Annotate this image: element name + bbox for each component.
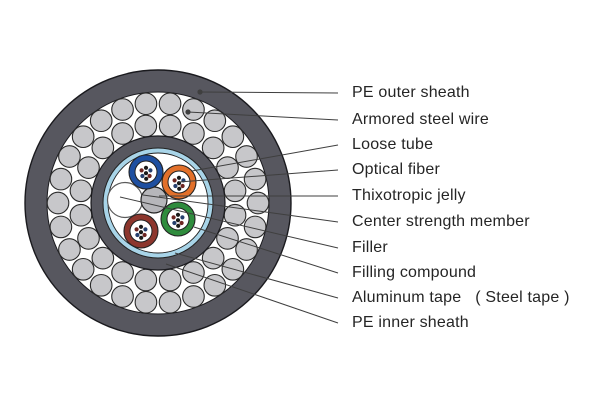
steel-wire [235,238,258,261]
steel-wire [134,114,158,138]
optical-fiber-dot [138,224,144,229]
steel-wire [182,261,205,284]
steel-wire [201,246,225,270]
steel-wire [134,290,158,314]
leader-line [187,111,339,121]
steel-wire [203,273,227,297]
optical-fiber-dot [147,173,152,179]
steel-wire [182,285,205,308]
leader-line [191,144,339,172]
optical-fiber-dot [139,168,144,173]
optical-fiber-dot [135,232,140,238]
leader-line [193,226,339,274]
optical-fiber-dot [173,183,178,189]
optical-fiber-dot [176,223,181,228]
steel-wire [182,98,205,121]
optical-fiber-dot [144,176,149,181]
filler-rod [106,181,144,219]
steel-wire [158,268,182,292]
optical-fiber-dot [179,220,184,226]
steel-wire [91,246,115,270]
steel-wire [89,109,113,133]
steel-wire [223,179,247,203]
steel-wire [111,261,134,284]
steel-wire [49,215,73,239]
optical-fiber-dot [139,235,144,240]
steel-wire [77,227,100,250]
steel-wire [58,145,81,168]
steel-wire [134,92,158,116]
steel-wire [71,125,95,149]
steel-wire [58,238,81,261]
optical-fiber-dot [172,178,177,183]
steel-wire [71,257,95,281]
steel-wire [89,273,113,297]
steel-wire [111,122,134,145]
optical-fiber-dot [148,168,153,173]
center-strength-member [140,186,168,214]
optical-fiber-dot [138,230,144,235]
optical-fiber-dot [142,232,147,238]
leader-line [178,169,339,183]
loose-tube-blue-tube [128,154,164,190]
steel-wire [203,109,227,133]
steel-wire [77,156,100,179]
optical-fiber-dot [175,212,181,217]
steel-wire [69,203,93,227]
steel-wire [69,179,93,203]
leader-line [174,252,339,299]
optical-fiber-dot [143,227,148,232]
steel-wire [158,114,182,138]
optical-fiber-dot [143,165,149,170]
steel-wire [246,191,270,215]
loose-tube-green-tube [160,201,196,237]
leader-lines [119,89,339,324]
optical-fiber-dot [171,215,176,220]
steel-wire [46,191,70,215]
optical-fiber-dot [180,215,185,220]
optical-fiber-dot [176,175,182,180]
leader-dot [197,89,203,95]
leader-line [142,194,339,223]
steel-wire [243,215,267,239]
leader-dot [185,109,191,115]
steel-wire [235,145,258,168]
steel-wire [182,122,205,145]
leader-line [199,91,339,94]
optical-fiber-dot [143,171,149,176]
steel-wire [158,92,182,116]
steel-wire [111,285,134,308]
steel-wire [49,167,73,191]
optical-fiber-dot [140,173,145,179]
steel-wire [221,125,245,149]
leader-line [119,196,339,249]
steel-wire [134,268,158,292]
steel-wire [216,227,239,250]
steel-wire [243,167,267,191]
steel-wire [111,98,134,121]
optical-fiber-dot [177,186,182,191]
optical-fiber-dot [172,220,177,226]
steel-wire [201,136,225,160]
leader-line [165,263,339,324]
optical-fiber-dot [175,218,181,223]
optical-fiber-dot [134,227,139,232]
steel-wire [91,136,115,160]
loose-tube-red-tube [123,213,159,249]
optical-fiber-dot [180,183,185,189]
steel-wire [216,156,239,179]
steel-wire [158,290,182,314]
